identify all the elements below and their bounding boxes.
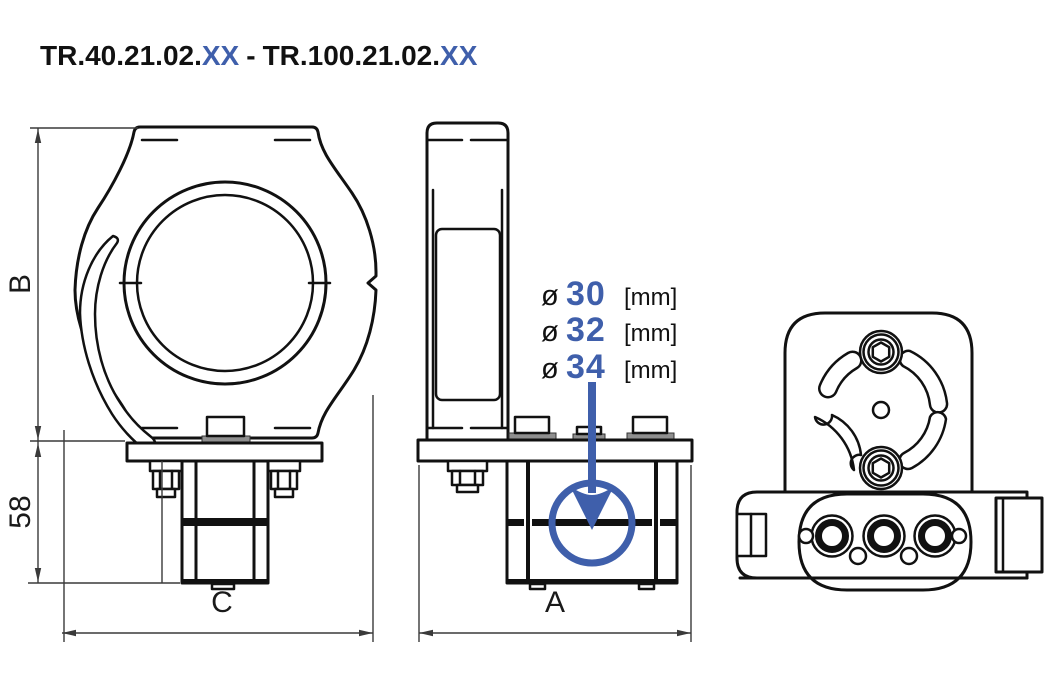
pivot-hole [871, 400, 891, 420]
left-nut-stack [148, 459, 184, 499]
hex-socket-icon [871, 341, 891, 363]
diameter-unit-2: [mm] [624, 320, 677, 347]
small-hole-right [950, 527, 968, 545]
top-hex-screw [858, 329, 904, 375]
title-separator: - [246, 40, 256, 71]
arc-slot-bottom-right [898, 410, 948, 471]
side-column-inner-lines [431, 188, 504, 430]
dim-label-B: B [4, 274, 37, 294]
model-code-1-variable: XX [201, 40, 240, 71]
bolt-hole-ring-2 [862, 514, 906, 558]
arc-slot-top-left [818, 350, 863, 399]
side-clamp-window [434, 227, 502, 402]
side-lower-inner-lines [526, 461, 658, 583]
side-foot-right [637, 582, 656, 591]
front-view [73, 125, 378, 591]
front-view-dimensions: B 58 C [4, 127, 374, 642]
right-nut-stack [266, 459, 302, 499]
bolt-hole-ring-1 [810, 514, 854, 558]
small-hole-left [797, 527, 815, 545]
mounting-flange [125, 441, 324, 463]
arc-slot-bottom-left [813, 413, 863, 472]
bore-inner-circle [135, 193, 315, 373]
side-band-right [660, 519, 677, 526]
model-code-1-prefix: TR.40.21.02. [40, 40, 202, 71]
base-plate [416, 438, 694, 463]
diameter-symbol-1: ø [541, 280, 559, 312]
stem-foot [210, 582, 236, 591]
side-view-dimensions: A [418, 465, 692, 642]
side-bottom-edge [507, 579, 677, 584]
stem-bottom-edge [182, 579, 268, 584]
diameter-callouts: ø 30 [mm] ø 32 [mm] ø 34 [mm] [541, 275, 677, 386]
rear-view [735, 311, 1044, 592]
diameter-symbol-3: ø [541, 353, 559, 385]
small-hole-mid-right [899, 546, 919, 566]
diameter-value-1: 30 [566, 275, 606, 313]
diameter-symbol-2: ø [541, 316, 559, 348]
model-code-2-variable: XX [440, 40, 478, 71]
stem-band [182, 518, 268, 526]
dim-label-C: C [211, 586, 233, 619]
diameter-unit-1: [mm] [624, 284, 677, 311]
side-column-break-lines [425, 138, 510, 430]
dim-label-58: 58 [4, 495, 37, 528]
right-bolt-tab [631, 415, 669, 435]
highlight-arrow-icon [570, 382, 614, 530]
bolt-hole-ring-3 [913, 514, 957, 558]
model-code-2-prefix: TR.100.21.02. [262, 40, 441, 71]
side-band-left [507, 519, 524, 526]
dim-label-A: A [545, 586, 565, 619]
drawing-title: TR.40.21.02.XX-TR.100.21.02.XX [40, 40, 477, 72]
hex-socket-icon [871, 457, 891, 479]
diameter-value-3: 34 [566, 348, 606, 386]
diameter-value-2: 32 [566, 311, 606, 349]
bottom-tab [205, 415, 246, 438]
side-foot-left [528, 582, 547, 591]
diameter-unit-3: [mm] [624, 357, 677, 384]
bottom-hex-screw [858, 445, 904, 491]
under-plate-nut [446, 459, 489, 494]
left-bolt-tab [513, 415, 551, 435]
jaw-split-lines [140, 138, 312, 430]
small-hole-mid-left [848, 546, 868, 566]
